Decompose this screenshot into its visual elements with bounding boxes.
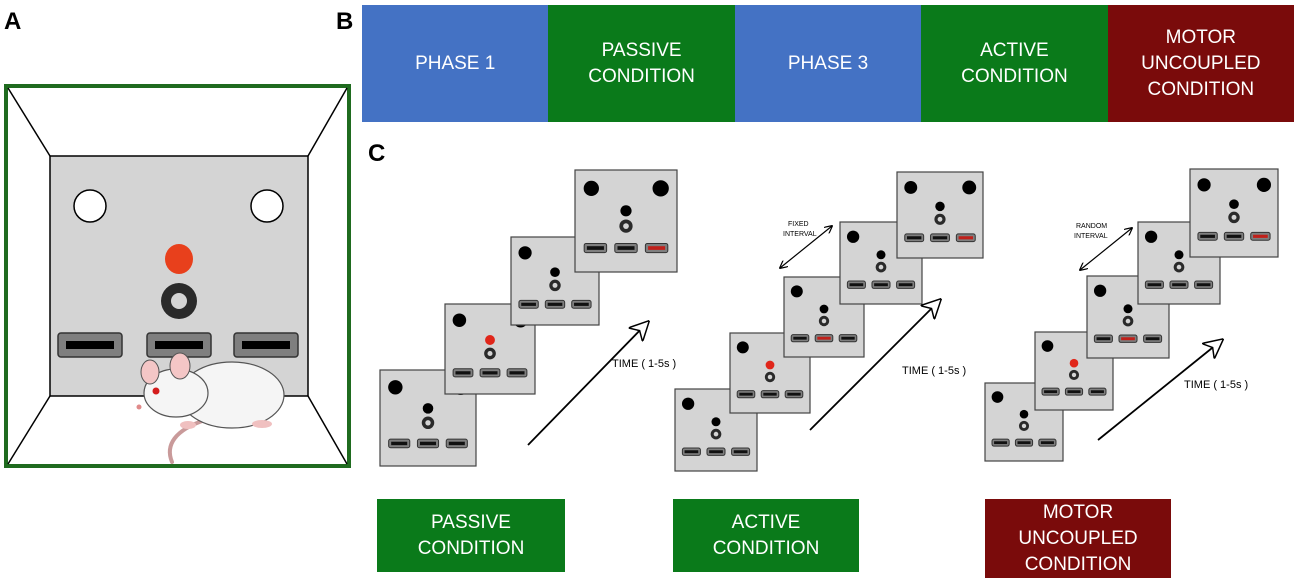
fixed-interval-label-line2: INTERVAL	[783, 231, 817, 238]
phase-passive-condition: PASSIVE CONDITION	[548, 5, 735, 122]
time-label-uncoupled: TIME ( 1-5s )	[1184, 379, 1248, 391]
random-interval-label-line1: RANDOM	[1076, 223, 1107, 230]
phase-motor-uncoupled-condition: MOTOR UNCOUPLED CONDITION	[1107, 5, 1295, 122]
condition-box-active: ACTIVE CONDITION	[673, 499, 859, 572]
phase-3: PHASE 3	[734, 5, 922, 122]
fixed-interval-arrow	[780, 226, 832, 268]
uncoupled-frame-1	[984, 382, 1064, 462]
time-arrow-active	[809, 300, 940, 431]
phase-active-condition: ACTIVE CONDITION	[921, 5, 1108, 122]
uncoupled-frame-5	[1189, 168, 1279, 258]
light-right	[250, 189, 284, 223]
time-arrow-passive	[527, 322, 648, 446]
red-stimulus	[165, 244, 193, 274]
time-arrow-uncoupled	[1097, 340, 1222, 441]
phase-bar: PHASE 1 PASSIVE CONDITION PHASE 3 ACTIVE…	[362, 5, 1295, 122]
rat-illustration	[136, 352, 285, 464]
panel-label-b: B	[336, 8, 354, 35]
condition-box-passive: PASSIVE CONDITION	[377, 499, 565, 572]
passive-frame-4	[574, 169, 678, 273]
panel-label-a: A	[4, 8, 22, 35]
active-frame-5	[896, 171, 984, 259]
fixed-interval-label-line1: FIXED	[788, 221, 809, 228]
time-label-active: TIME ( 1-5s )	[902, 365, 966, 377]
random-interval-arrow	[1080, 228, 1132, 270]
phase-1: PHASE 1	[362, 5, 549, 122]
panel-label-c: C	[368, 140, 386, 167]
time-label-passive: TIME ( 1-5s )	[612, 358, 676, 370]
random-interval-label-line2: INTERVAL	[1074, 233, 1108, 240]
condition-box-motor-uncoupled: MOTOR UNCOUPLED CONDITION	[985, 499, 1171, 578]
light-left	[73, 189, 107, 223]
